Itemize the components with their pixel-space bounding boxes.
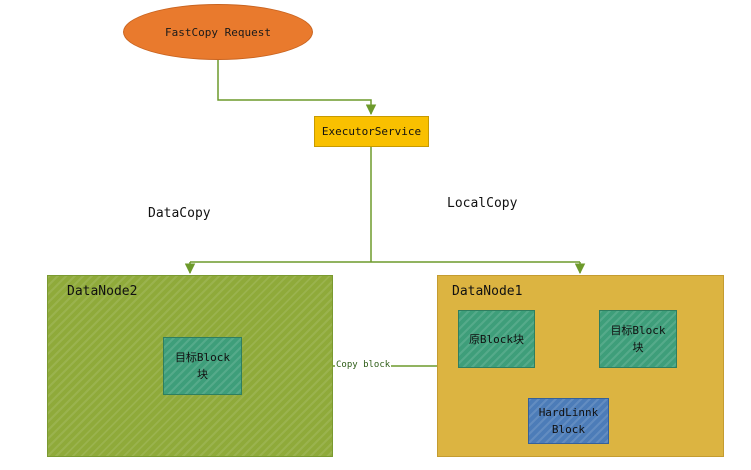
hardlink-block-line1: HardLinnk bbox=[538, 406, 599, 419]
datanode1-target-block-line2: 块 bbox=[632, 341, 644, 354]
fastcopy-request-node: FastCopy Request bbox=[123, 4, 313, 60]
edge-request-to-executor bbox=[217, 60, 377, 116]
executor-service-node: ExecutorService bbox=[314, 116, 429, 147]
executor-service-label: ExecutorService bbox=[321, 125, 422, 138]
datanode1-source-block: 原Block块 bbox=[458, 310, 535, 368]
datanode2-target-block-line2: 块 bbox=[197, 368, 208, 381]
datanode2-target-block: 目标Block 块 bbox=[163, 337, 242, 395]
datanode2-target-block-line1: 目标Block bbox=[174, 351, 231, 364]
datanode2-title: DataNode2 bbox=[67, 284, 138, 299]
datacopy-label: DataCopy bbox=[148, 206, 211, 221]
datanode1-source-block-label: 原Block块 bbox=[468, 332, 525, 346]
localcopy-label: LocalCopy bbox=[447, 196, 518, 211]
fastcopy-request-label: FastCopy Request bbox=[165, 25, 271, 39]
datanode1-target-block-line1: 目标Block bbox=[610, 324, 666, 337]
datanode1-target-block: 目标Block 块 bbox=[599, 310, 677, 368]
copy-block-edge-label: Copy block bbox=[335, 360, 392, 370]
hardlink-block-line2: Block bbox=[551, 423, 586, 436]
hardlink-block: HardLinnk Block bbox=[528, 398, 609, 444]
datanode1-title: DataNode1 bbox=[452, 284, 523, 299]
